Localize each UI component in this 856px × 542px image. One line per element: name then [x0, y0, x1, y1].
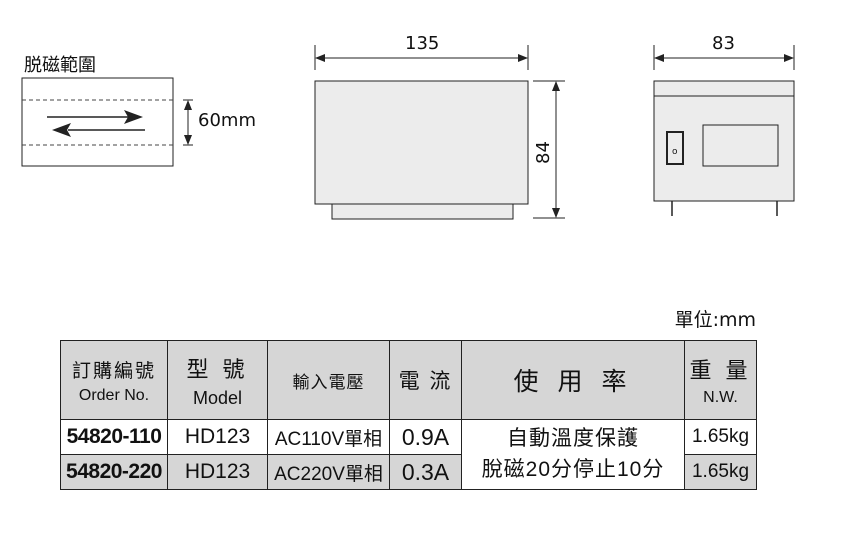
- front-body: [314, 80, 529, 205]
- voltage-cell: AC110V單相: [267, 419, 390, 455]
- demag-area-diagram: [21, 77, 193, 167]
- header-current: 電 流: [389, 340, 462, 420]
- header-order: 訂購編號 Order No.: [60, 340, 168, 420]
- power-switch-icon: [666, 131, 684, 165]
- front-width-label: 135: [405, 33, 440, 54]
- duty-note-line-1: 自動溫度保護: [507, 427, 639, 451]
- right-arrow-icon: [124, 110, 143, 124]
- side-view-diagram: [653, 45, 795, 216]
- demag-height-label: 60mm: [198, 110, 256, 131]
- model-cell: HD123: [167, 454, 268, 490]
- duty-note-cell: 自動溫度保護 脫磁20分停止10分: [461, 419, 685, 490]
- current-cell: 0.3A: [389, 454, 462, 490]
- table-header-row: 訂購編號 Order No. 型 號 Model 輸入電壓 電 流 使 用 率 …: [60, 340, 757, 420]
- order-number-cell: 54820-110: [60, 419, 168, 455]
- table-row: 54820-110 HD123 AC110V單相 0.9A 自動溫度保護 脫磁2…: [60, 419, 757, 490]
- duty-note-line-2: 脫磁20分停止10分: [481, 457, 665, 481]
- current-cell: 0.9A: [389, 419, 462, 455]
- header-model: 型 號 Model: [167, 340, 268, 420]
- order-number-cell: 54820-220: [60, 454, 168, 490]
- front-base: [331, 203, 514, 220]
- weight-cell: 1.65kg: [684, 454, 757, 490]
- header-duty: 使 用 率: [461, 340, 685, 420]
- side-width-label: 83: [712, 33, 735, 54]
- header-voltage: 輸入電壓: [267, 340, 390, 420]
- left-arrow-icon: [52, 123, 71, 137]
- spec-table: 訂購編號 Order No. 型 號 Model 輸入電壓 電 流 使 用 率 …: [60, 340, 757, 490]
- technical-drawing: [21, 45, 795, 220]
- unit-note: 單位:mm: [674, 309, 756, 331]
- header-weight: 重 量 N.W.: [684, 340, 757, 420]
- front-height-label: 84: [532, 141, 554, 164]
- table-row: 54820-220 HD123 AC220V單相 0.3A 1.65kg: [60, 454, 757, 490]
- display-panel: [702, 124, 779, 167]
- switch-symbol: o: [672, 147, 678, 157]
- front-view-diagram: [314, 45, 565, 220]
- model-cell: HD123: [167, 419, 268, 455]
- demag-area-title: 脱磁範圍: [24, 55, 96, 76]
- demag-area-box: [21, 77, 174, 167]
- weight-cell: 1.65kg: [684, 419, 757, 455]
- voltage-cell: AC220V單相: [267, 454, 390, 490]
